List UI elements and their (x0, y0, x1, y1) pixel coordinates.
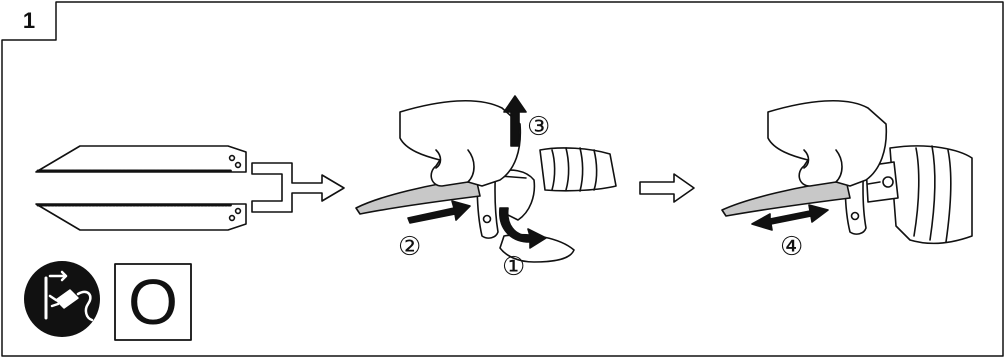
arrow-icon (640, 174, 694, 202)
callout-4: ④ (780, 234, 803, 260)
callout-2: ② (398, 234, 421, 260)
arrow-icon (252, 163, 344, 212)
blade-icon (722, 180, 850, 216)
unplug-icon (24, 261, 100, 337)
mode-symbol: O (115, 264, 191, 340)
hand-icon (768, 101, 886, 186)
blade-icon (36, 146, 246, 172)
hand-icon (400, 101, 520, 186)
blade-icon (36, 204, 246, 230)
step-number: 1 (4, 6, 54, 36)
callout-3: ③ (527, 114, 550, 140)
callout-1: ① (502, 254, 525, 280)
